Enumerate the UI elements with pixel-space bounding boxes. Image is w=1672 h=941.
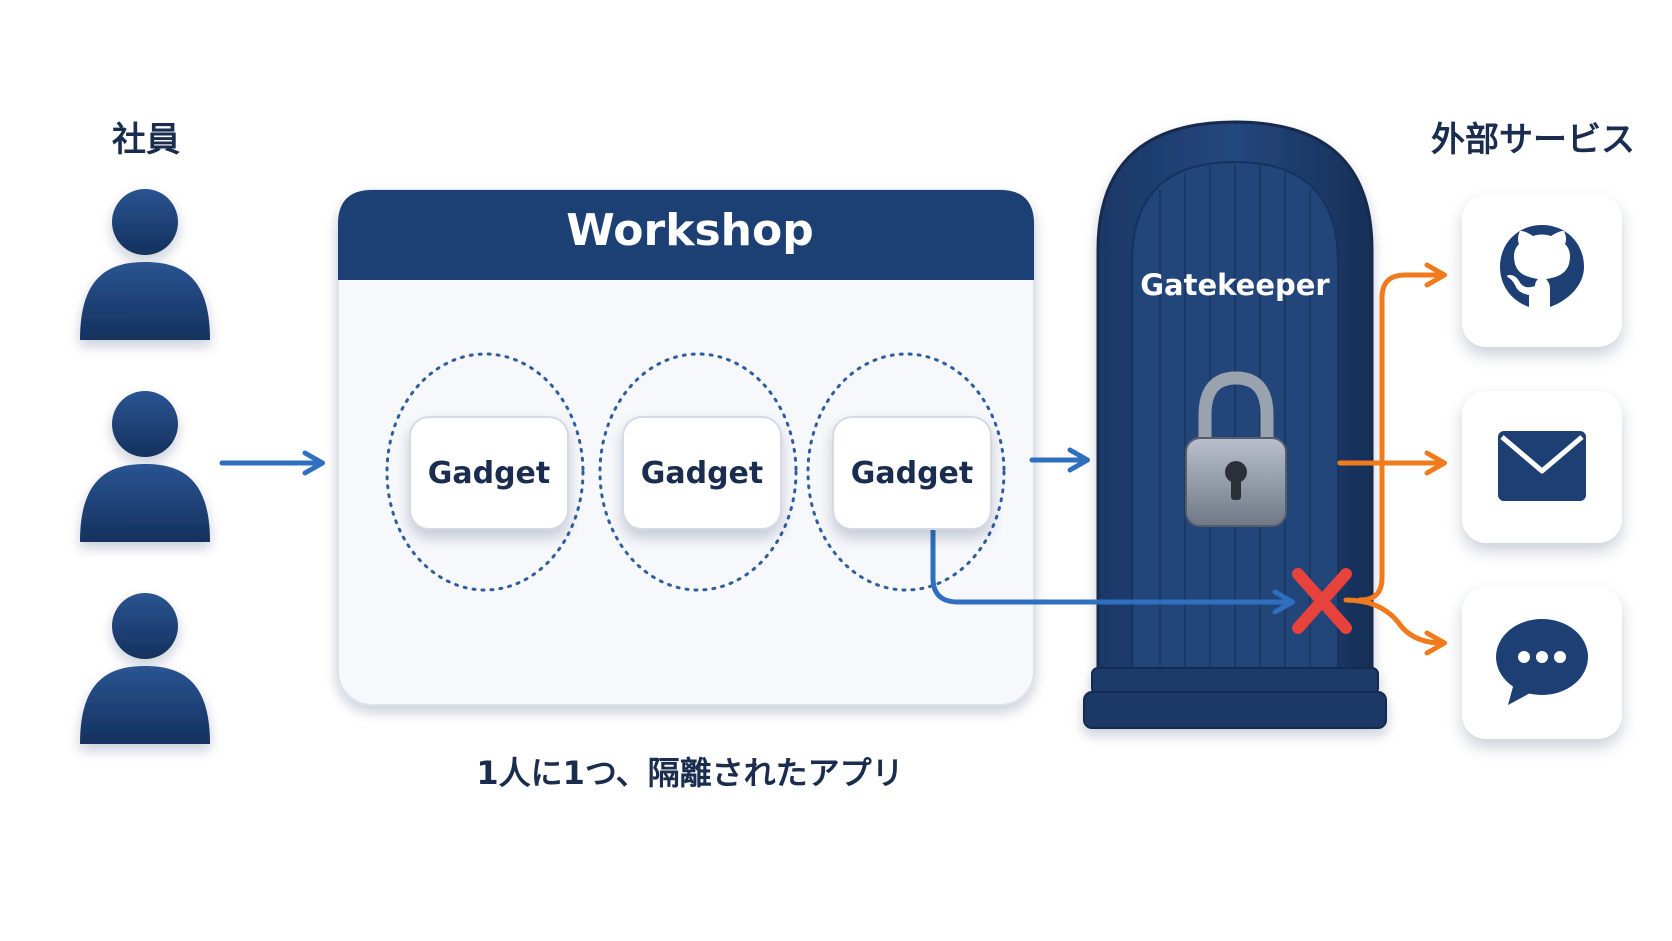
isolation-circle-3 xyxy=(806,352,1006,592)
service-card-github xyxy=(1462,195,1622,347)
github-icon xyxy=(1500,225,1584,307)
gadget-card-1: Gadget xyxy=(409,416,569,530)
chat-icon xyxy=(1496,619,1588,705)
isolation-circle-1 xyxy=(385,352,585,592)
employee-icon-3 xyxy=(80,593,210,744)
employees-label: 社員 xyxy=(112,120,180,160)
gatekeeper-label: Gatekeeper xyxy=(1140,268,1330,302)
gadget-card-3: Gadget xyxy=(832,416,992,530)
arrow-to-github xyxy=(1337,262,1447,466)
padlock-icon xyxy=(1185,371,1287,527)
isolation-circle-2 xyxy=(598,352,798,592)
caption: 1人に1つ、隔離されたアプリ xyxy=(476,754,904,792)
gadget-card-2: Gadget xyxy=(622,416,782,530)
service-card-mail xyxy=(1462,391,1622,543)
service-card-chat xyxy=(1462,587,1622,739)
arrow-to-chat xyxy=(1343,460,1442,643)
blocked-x-icon xyxy=(1292,568,1352,634)
workshop-title: Workshop xyxy=(566,205,814,256)
external-services-label: 外部サービス xyxy=(1431,120,1635,160)
mail-icon xyxy=(1498,431,1586,501)
gatekeeper-door xyxy=(1083,120,1387,729)
employee-icon-1 xyxy=(80,189,210,340)
employee-icon-2 xyxy=(80,391,210,542)
arrow-gadget-bypass-blocked xyxy=(930,527,1295,615)
